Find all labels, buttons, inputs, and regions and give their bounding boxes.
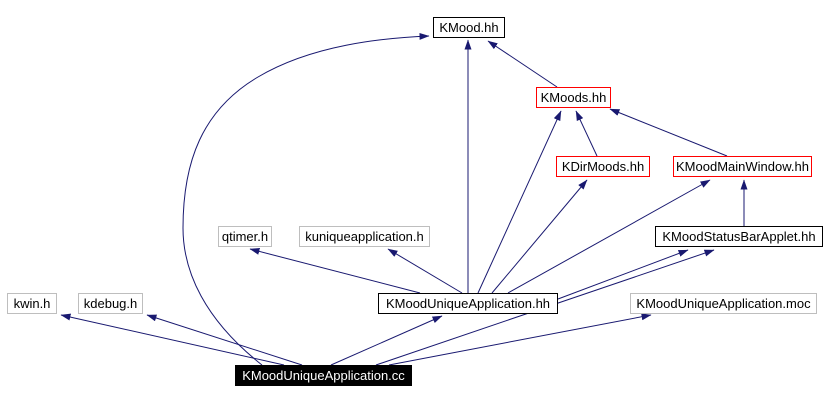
- edge-KMoodUniqueApplication.cc--includes--KMood.hh: [182, 32, 430, 366]
- edge-KMoodUniqueApplication.cc--includes--kwin.h: [60, 313, 285, 366]
- edge-KMoodUniqueApplication.hh--includes--KDirMoods.hh: [491, 179, 588, 294]
- edge-KMoods.hh--includes--KMood.hh: [487, 40, 558, 88]
- edge-KMoodMainWindow.hh--includes--KMoods.hh: [609, 108, 728, 157]
- edge-KMoodUniqueApplication.cc--includes--kdebug.h: [146, 314, 303, 366]
- node-kwin.h: kwin.h: [7, 293, 57, 314]
- edge-KMoodUniqueApplication.hh--includes--KMoodStatusBarApplet.hh: [557, 249, 689, 300]
- node-KMoodUniqueApplication.hh[interactable]: KMoodUniqueApplication.hh: [378, 293, 558, 314]
- edge-KMoodUniqueApplication.hh--includes--KMoodMainWindow.hh: [507, 179, 711, 294]
- node-KMoodUniqueApplication.moc: KMoodUniqueApplication.moc: [630, 293, 817, 314]
- node-kdebug.h: kdebug.h: [78, 293, 143, 314]
- edge-KMoodUniqueApplication.cc--includes--KMoodUniqueApplication.moc: [388, 313, 652, 366]
- edge-KMoodUniqueApplication.hh--includes--KMoods.hh: [477, 110, 562, 294]
- edge-KMoodUniqueApplication.cc--includes--KMoodUniqueApplication.hh: [330, 315, 443, 366]
- node-qtimer.h: qtimer.h: [218, 226, 272, 247]
- edge-KDirMoods.hh--includes--KMoods.hh: [575, 110, 598, 157]
- node-KMoods.hh[interactable]: KMoods.hh: [536, 87, 611, 108]
- node-KMood.hh[interactable]: KMood.hh: [433, 17, 505, 38]
- node-kuniqueapplication.h: kuniqueapplication.h: [299, 226, 430, 247]
- node-KMoodMainWindow.hh[interactable]: KMoodMainWindow.hh: [673, 156, 812, 177]
- edges: [60, 32, 748, 366]
- edge-KMoodUniqueApplication.hh--includes--qtimer.h: [249, 247, 421, 294]
- node-KDirMoods.hh[interactable]: KDirMoods.hh: [556, 156, 650, 177]
- node-KMoodUniqueApplication.cc: KMoodUniqueApplication.cc: [235, 365, 412, 386]
- node-KMoodStatusBarApplet.hh[interactable]: KMoodStatusBarApplet.hh: [655, 226, 823, 247]
- edge-KMoodUniqueApplication.hh--includes--kuniqueapplication.h: [387, 248, 463, 294]
